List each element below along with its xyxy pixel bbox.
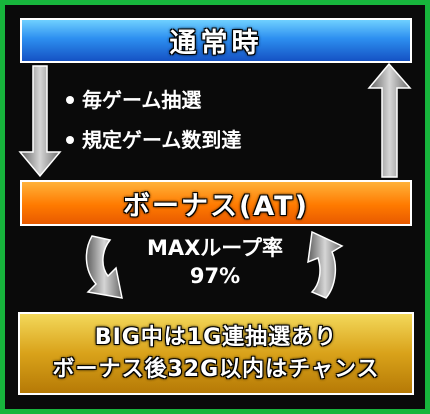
condition-list: 毎ゲーム抽選 規定ゲーム数到達 <box>66 80 241 160</box>
bonus-info-line: ボーナス後32G以内はチャンス <box>52 356 380 382</box>
normal-state-box: 通常時 <box>20 18 412 63</box>
loop-arrow-up-icon <box>307 230 344 299</box>
condition-item: 毎ゲーム抽選 <box>66 80 241 120</box>
bonus-state-label: ボーナス(AT) <box>123 190 309 222</box>
condition-text: 規定ゲーム数到達 <box>82 128 242 152</box>
loop-rate-block: MAXループ率 97% <box>115 234 315 290</box>
condition-text: 毎ゲーム抽選 <box>82 88 202 112</box>
bonus-info-line: BIG中は1G連抽選あり <box>94 324 338 350</box>
loop-rate-value: 97% <box>189 264 241 288</box>
down-arrow-icon <box>18 65 62 178</box>
condition-item: 規定ゲーム数到達 <box>66 120 241 160</box>
bonus-state-box: ボーナス(AT) <box>20 180 412 226</box>
up-arrow-icon <box>367 62 412 178</box>
bonus-info-box: BIG中は1G連抽選あり ボーナス後32G以内はチャンス <box>18 312 414 395</box>
bullet-icon <box>66 96 74 104</box>
normal-state-label: 通常時 <box>169 28 263 59</box>
loop-rate-label: MAXループ率 <box>146 236 284 260</box>
loop-arrow-down-icon <box>85 235 123 299</box>
bullet-icon <box>66 136 74 144</box>
